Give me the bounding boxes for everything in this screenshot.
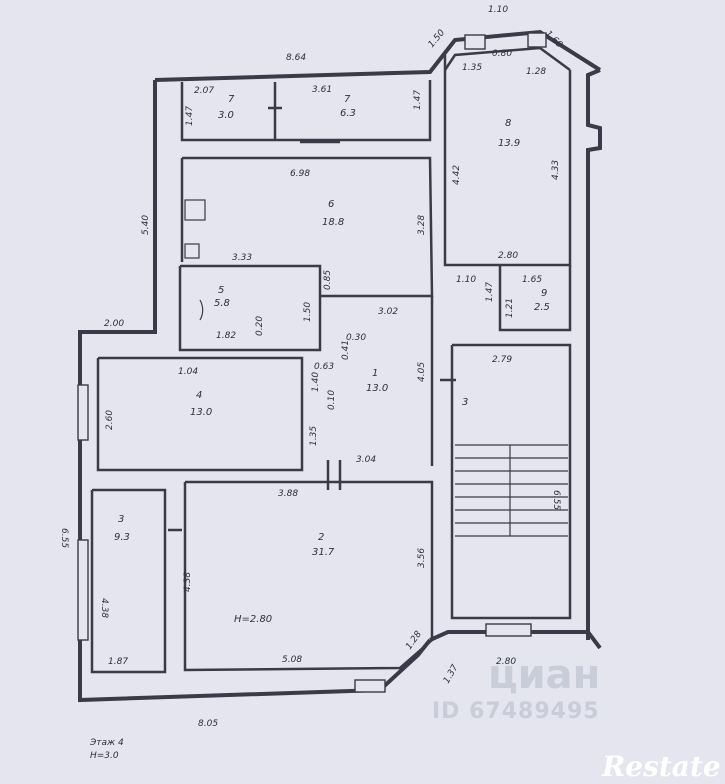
room-5-number: 5 <box>218 285 224 296</box>
exterior-walls <box>78 29 602 703</box>
dim-hall-a: 1.50 <box>303 302 313 322</box>
dim-diag-b: 1.37 <box>442 663 461 686</box>
dim-hall-c: 0.41 <box>341 340 351 360</box>
dim-main-left-height: 6.55 <box>59 528 69 548</box>
room-4-number: 4 <box>196 390 202 401</box>
dimensions: 1.10 1.50 1.60 0.80 1.35 1.28 8.64 2.07 … <box>59 5 564 729</box>
dim-bay-left: 1.35 <box>462 63 482 73</box>
dim-bath-c: 0.20 <box>255 316 265 336</box>
dim-small-h: 1.47 <box>485 282 495 302</box>
dim-stair-bottom: 2.80 <box>496 657 516 667</box>
dim-top-left-diag: 1.50 <box>427 28 448 50</box>
dim-r7b-height: 1.47 <box>413 90 423 110</box>
doors <box>168 106 456 532</box>
dim-r2-width: 3.88 <box>278 489 298 499</box>
dim-overall-bottom: 8.05 <box>198 719 218 729</box>
staircase <box>455 444 568 537</box>
room-3-area: 9.3 <box>114 532 130 543</box>
room-1-number: 1 <box>372 368 378 379</box>
dim-overall-top: 8.64 <box>286 53 306 63</box>
dim-r7-width: 2.07 <box>194 86 214 96</box>
room-2-area: 31.7 <box>312 547 335 558</box>
dim-hall-f: 0.10 <box>327 390 337 410</box>
dim-left-height: 5.40 <box>141 215 151 235</box>
dim-hall-e: 1.40 <box>311 372 321 392</box>
dim-r6-width: 6.98 <box>290 169 310 179</box>
dim-stair-top: 2.79 <box>492 355 512 365</box>
watermark-id: ID 67489495 <box>432 699 600 724</box>
dim-r3-bottom: 1.87 <box>108 657 128 667</box>
legend-floor: Этаж 4 <box>89 738 124 748</box>
dim-r2-bottom: 5.08 <box>282 655 302 665</box>
dim-top-middle: 0.80 <box>492 49 512 59</box>
dim-step-left: 2.00 <box>104 319 124 329</box>
room-7a-area: 3.0 <box>218 110 234 121</box>
dim-hall-top: 3.02 <box>378 307 398 317</box>
dim-hall-b: 0.30 <box>346 333 366 343</box>
dim-r7b-width: 3.61 <box>312 85 332 95</box>
dim-hall-bottom: 3.04 <box>356 455 376 465</box>
restate-logo: Restate <box>601 750 721 783</box>
dim-r8-bottom: 2.80 <box>498 251 518 261</box>
legend: Этаж 4 H=3.0 <box>89 738 124 761</box>
dim-r3-height-a: 4.38 <box>99 598 109 618</box>
dim-hall-g: 1.35 <box>309 426 319 446</box>
dim-r7-height: 1.47 <box>185 106 195 126</box>
room-6-number: 6 <box>328 199 334 210</box>
stair-number: 3 <box>462 397 468 408</box>
room-9-area: 2.5 <box>534 302 550 313</box>
room-5-area: 5.8 <box>214 298 230 309</box>
dim-bay-right: 1.28 <box>526 67 546 77</box>
dim-bath-width: 3.33 <box>232 253 252 263</box>
dim-r3-height-b: 4.38 <box>183 572 193 592</box>
dim-stair-side: 6.55 <box>551 490 561 510</box>
dim-r4-height: 2.60 <box>105 410 115 430</box>
dim-r8-height-right: 4.33 <box>551 160 561 180</box>
dim-bath-b: 1.82 <box>216 331 236 341</box>
room-8-area: 13.9 <box>498 138 520 149</box>
dim-r2-height: 3.56 <box>417 548 427 568</box>
dim-hall-d: 0.63 <box>314 362 334 372</box>
room-7b-number: 7 <box>344 94 351 105</box>
watermark: циан ID 67489495 <box>432 652 600 724</box>
room-6-area: 18.8 <box>322 217 344 228</box>
dim-top-width: 1.10 <box>488 5 508 15</box>
interior-walls <box>90 46 572 674</box>
room-7b-area: 6.3 <box>340 108 356 119</box>
dim-small-top: 1.10 <box>456 275 476 285</box>
legend-height: H=3.0 <box>90 751 119 761</box>
room-9-number: 9 <box>541 288 547 299</box>
dim-r8-height-left: 4.42 <box>452 165 462 185</box>
room-7a-number: 7 <box>228 94 235 105</box>
room-labels: 7 3.0 7 6.3 6 18.8 8 13.9 5 5.8 9 2.5 1 … <box>114 94 550 625</box>
room-4-area: 13.0 <box>190 407 212 418</box>
room-1-area: 13.0 <box>366 383 388 394</box>
dim-bath-h: 0.85 <box>323 270 333 290</box>
dim-r4-width: 1.04 <box>178 367 198 377</box>
room-3-number: 3 <box>118 514 124 525</box>
dim-r9-width: 1.65 <box>522 275 542 285</box>
dim-r6-height: 3.28 <box>417 215 427 235</box>
room-2-number: 2 <box>318 532 324 543</box>
logo-text: Restate <box>601 750 721 783</box>
room-8-number: 8 <box>505 118 511 129</box>
windows <box>77 32 547 693</box>
room-2-ceiling: H=2.80 <box>234 614 272 625</box>
dim-hall-h: 4.05 <box>417 362 427 382</box>
dim-r9-h: 1.21 <box>505 298 515 318</box>
watermark-brand: циан <box>488 652 600 698</box>
